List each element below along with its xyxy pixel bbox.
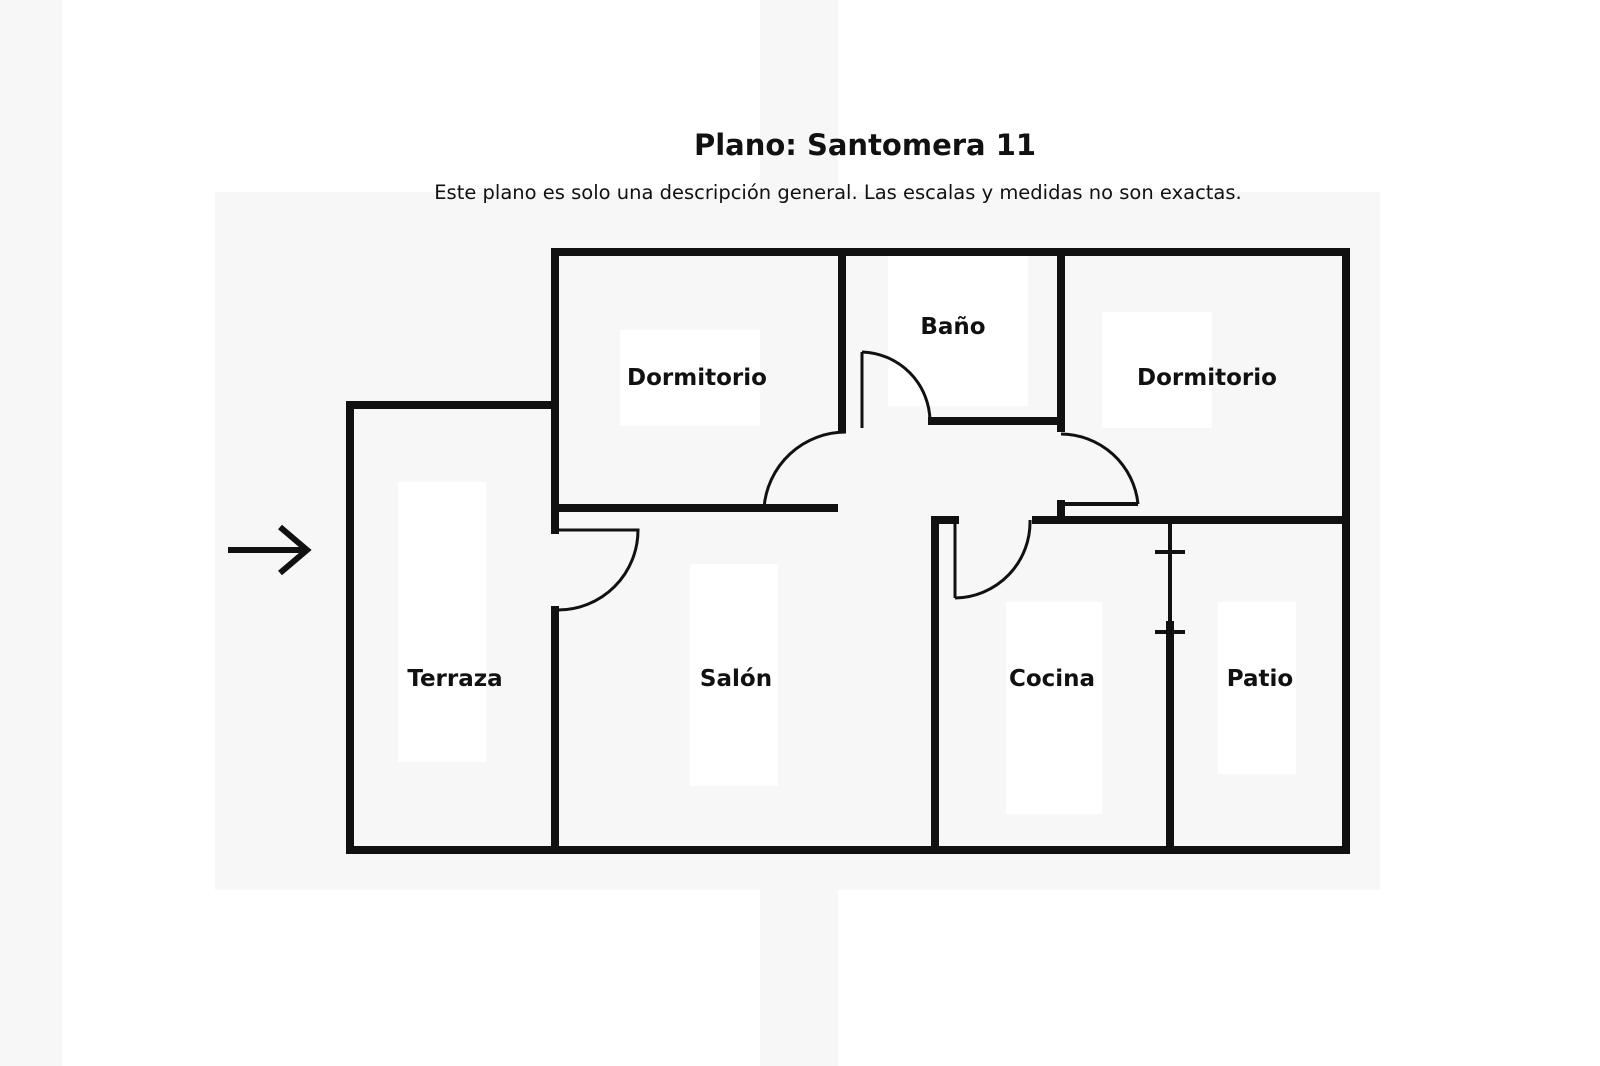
label-patches (398, 256, 1296, 814)
jambs (1061, 502, 1185, 634)
walls (346, 248, 1350, 854)
page-subtitle: Este plano es solo una descripción gener… (434, 181, 1242, 204)
door-bano (860, 350, 932, 428)
door-terraza-salon (555, 528, 640, 612)
door-cocina (953, 519, 1032, 600)
room-label-dormitorio-right: Dormitorio (1137, 365, 1277, 391)
door-dormitorio-right (1060, 432, 1140, 505)
room-label-terraza: Terraza (407, 666, 502, 692)
room-label-dormitorio-left: Dormitorio (627, 365, 767, 391)
door-dormitorio-left (762, 430, 847, 509)
room-label-salon: Salón (700, 666, 772, 692)
arrow-right-icon (228, 524, 312, 576)
page-title: Plano: Santomera 11 (693, 128, 1037, 162)
room-label-patio: Patio (1227, 666, 1293, 692)
room-label-bano: Baño (920, 314, 985, 340)
background-band-left (0, 0, 62, 1066)
doors (555, 350, 1140, 612)
room-label-cocina: Cocina (1009, 666, 1095, 692)
